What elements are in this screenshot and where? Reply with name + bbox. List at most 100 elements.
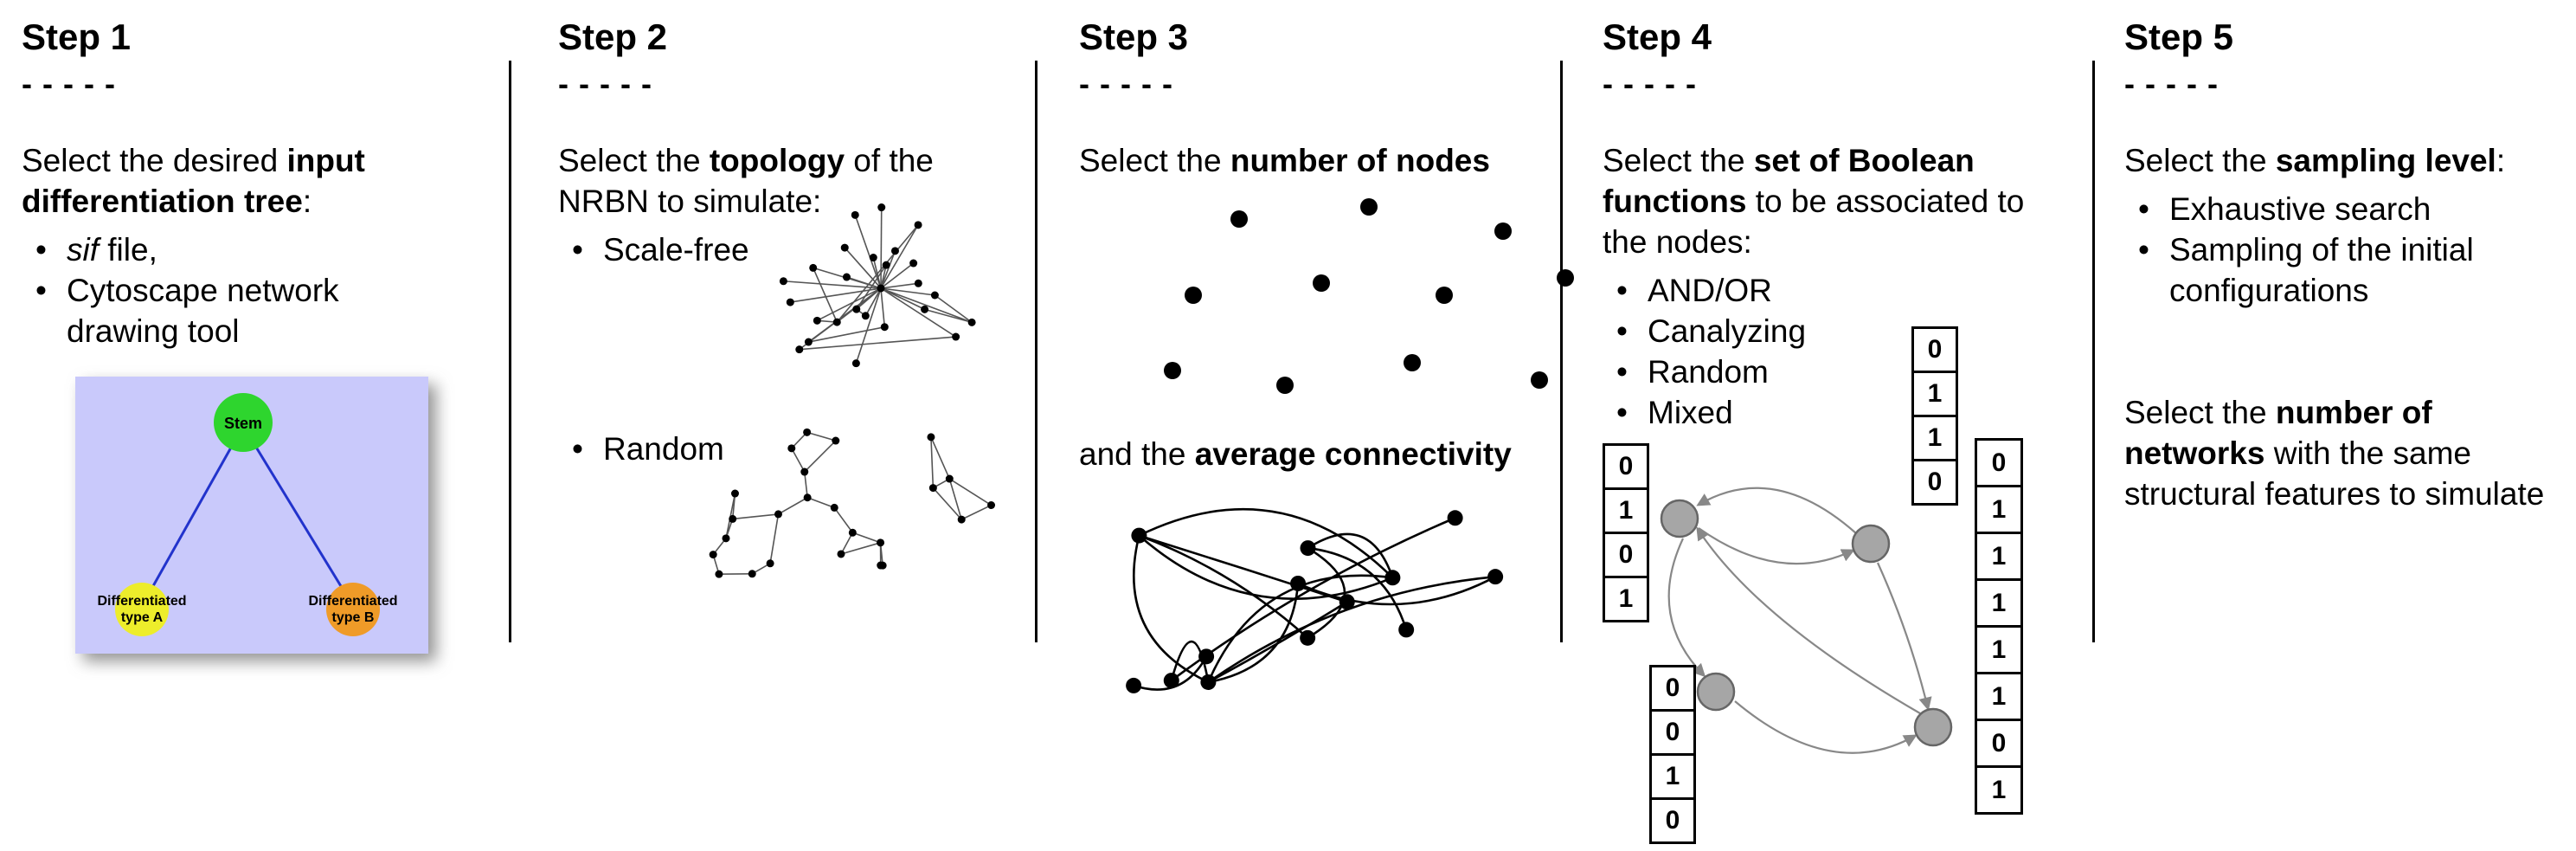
- column-divider: [2092, 61, 2095, 642]
- truth-table-cell: 1: [1911, 415, 1958, 461]
- tree-edge-right: [241, 425, 355, 607]
- truth-table-cell: 0: [1649, 709, 1696, 756]
- truth-table-cell: 1: [1603, 576, 1649, 622]
- step-3-dashes: - - - - -: [1079, 66, 1173, 101]
- bullet-text: Random: [1648, 354, 1769, 390]
- bullet-icon: •: [572, 232, 583, 268]
- nodes-scatter-graphic: [1164, 198, 1574, 394]
- stem-label: Stem: [224, 415, 262, 432]
- differentiated-type-b-node: [326, 583, 380, 636]
- bullet-text: Random: [603, 431, 724, 467]
- type-b-label-line2: type B: [332, 610, 375, 625]
- bullet-item: • Canalyzing: [1603, 311, 2074, 351]
- bullet-text: Scale-free: [603, 232, 749, 268]
- step-4-title: Step 4: [1603, 16, 1712, 57]
- step-1-column: Step 1 - - - - - Select the desired inpu…: [22, 16, 493, 351]
- step-3-title: Step 3: [1079, 16, 1189, 57]
- step-1-title: Step 1: [22, 16, 132, 57]
- truth-table-cell: 0: [1603, 532, 1649, 578]
- bullet-icon: •: [1616, 313, 1628, 349]
- tree-edge-left: [140, 425, 245, 607]
- bullet-item: • sif file,: [22, 229, 493, 270]
- step-5-bullets: • Exhaustive search • Sampling of the initi…: [2124, 189, 2574, 311]
- bullet-item: •Random: [558, 429, 1021, 469]
- step-2-column: Step 2 - - - - - Select the topology of …: [558, 16, 1021, 469]
- bullet-icon: •: [2138, 232, 2149, 268]
- bullet-icon: •: [1616, 273, 1628, 308]
- step-3-column: Step 3 - - - - - Select the number of no…: [1079, 16, 1577, 735]
- step-3-intro: Select the number of nodes: [1079, 143, 1490, 178]
- truth-table-cell: 0: [1911, 326, 1958, 373]
- bullet-icon: •: [35, 232, 47, 268]
- bullet-icon: •: [1616, 354, 1628, 390]
- truth-table-cell: 1: [1975, 532, 2023, 581]
- truth-table-cell: 0: [1975, 438, 2023, 487]
- bullet-icon: •: [35, 273, 47, 308]
- differentiated-type-a-node: [115, 583, 169, 636]
- boolean-network-graphic: [1660, 487, 1953, 754]
- truth-table-cell: 1: [1603, 487, 1649, 534]
- column-divider: [509, 61, 511, 642]
- bullet-item: • Random: [1603, 351, 2074, 392]
- stem-node: [214, 393, 273, 452]
- truth-table-cell: 0: [1911, 459, 1958, 506]
- step-4-bullets: • AND/OR • Canalyzing • Random•Mixed: [1603, 270, 2074, 433]
- bullet-icon: •: [1616, 395, 1628, 430]
- truth-table-cell: 0: [1649, 665, 1696, 712]
- bullet-item: • AND/OR: [1603, 270, 2074, 311]
- step-5-title: Step 5: [2124, 16, 2234, 57]
- type-a-label-line1: Differentiated: [97, 594, 186, 609]
- step-1-dashes: - - - - -: [22, 66, 116, 101]
- step-5-intro: Select the sampling level:: [2124, 143, 2506, 178]
- step-4-column: Step 4 - - - - - Select the set of Boole…: [1603, 16, 2074, 433]
- bullet-icon: •: [2138, 191, 2149, 227]
- truth-table-cell: 1: [1975, 765, 2023, 815]
- step-2-bullet-random: •Random: [558, 429, 1021, 469]
- type-b-label-line1: Differentiated: [308, 594, 397, 609]
- step-2-dashes: - - - - -: [558, 66, 652, 101]
- truth-table-cell: 1: [1975, 578, 2023, 628]
- bullet-item: • Scale-free: [558, 229, 1021, 270]
- bullet-text: Exhaustive search: [2169, 191, 2431, 227]
- column-divider: [1035, 61, 1037, 642]
- bullet-text: sif file,: [67, 232, 157, 268]
- differentiation-tree-graphic: Stem Differentiated type A Differentiate…: [75, 377, 428, 654]
- truth-table-cell: 1: [1975, 485, 2023, 534]
- step-2-bullet-scale-free: • Scale-free: [558, 229, 1021, 270]
- bullet-text: AND/OR: [1648, 273, 1772, 308]
- step-5-dashes: - - - - -: [2124, 66, 2219, 101]
- truth-table-cell: 1: [1649, 753, 1696, 800]
- truth-table-cell: 1: [1911, 371, 1958, 417]
- random-network-graphic: [709, 428, 996, 578]
- step-3-connectivity-text: and the average connectivity: [1079, 436, 1512, 472]
- truth-table-cell: 0: [1603, 443, 1649, 490]
- connectivity-network-graphic: [1126, 507, 1504, 693]
- truth-table-cell: 0: [1649, 797, 1696, 844]
- bullet-item: • Exhaustive search: [2124, 189, 2574, 229]
- type-a-label-line2: type A: [121, 610, 164, 625]
- bullet-item: •Mixed: [1603, 392, 2074, 433]
- truth-table-cell: 0: [1975, 719, 2023, 768]
- bullet-text: Canalyzing: [1648, 313, 1807, 349]
- truth-table-cell: 1: [1975, 625, 2023, 674]
- step-4-dashes: - - - - -: [1603, 66, 1697, 101]
- step-2-title: Step 2: [558, 16, 668, 57]
- step-5-column: Step 5 - - - - - Select the sampling lev…: [2124, 16, 2574, 514]
- column-divider: [1560, 61, 1563, 642]
- truth-table-cell: 1: [1975, 672, 2023, 721]
- scale-free-network-graphic: [779, 203, 976, 368]
